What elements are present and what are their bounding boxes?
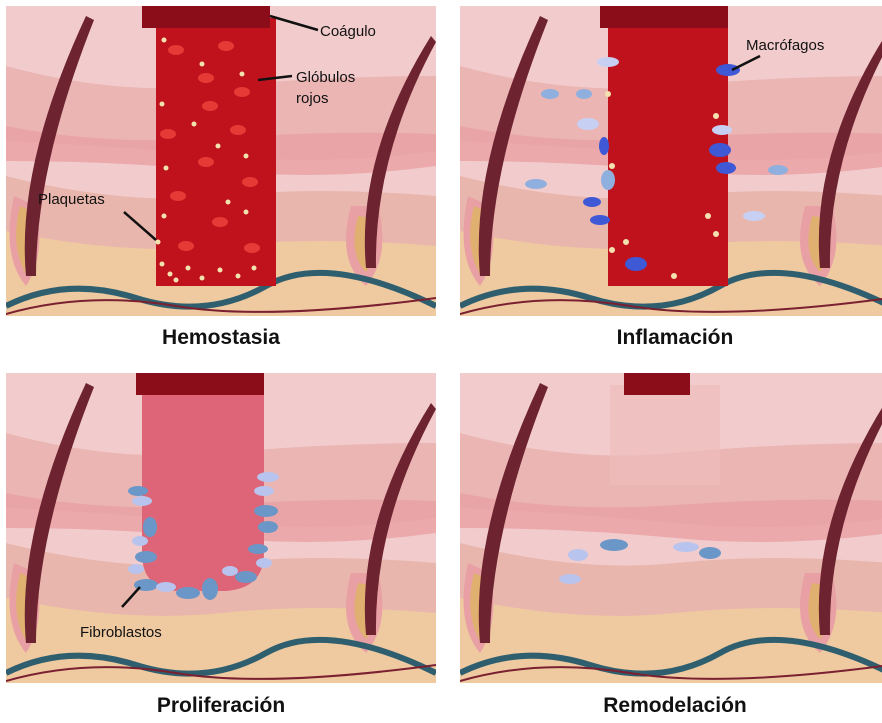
label-fibroblasts: Fibroblastos (80, 624, 162, 641)
clot (136, 373, 264, 395)
label-platelets: Plaquetas (38, 191, 105, 208)
title-inflamacion: Inflamación (460, 326, 882, 350)
clot (600, 6, 728, 28)
panel-inflamacion: Macrófagos (460, 6, 882, 316)
panel-remodelacion (460, 373, 882, 683)
clot (142, 6, 270, 28)
panel-proliferacion: Fibroblastos (6, 373, 436, 683)
label-clot: Coágulo (320, 23, 376, 40)
label-macrophages: Macrófagos (746, 37, 824, 54)
title-proliferacion: Proliferación (6, 694, 436, 718)
label-rbc-line2: rojos (296, 90, 329, 107)
panel-hemostasia: Coágulo Glóbulos rojos Plaquetas (6, 6, 436, 316)
granulation-tissue (142, 385, 264, 591)
scar-tissue (610, 385, 720, 485)
title-remodelacion: Remodelación (460, 694, 882, 718)
clot-remnant (624, 373, 690, 395)
title-hemostasia: Hemostasia (6, 326, 436, 350)
label-rbc-line1: Glóbulos (296, 69, 355, 86)
